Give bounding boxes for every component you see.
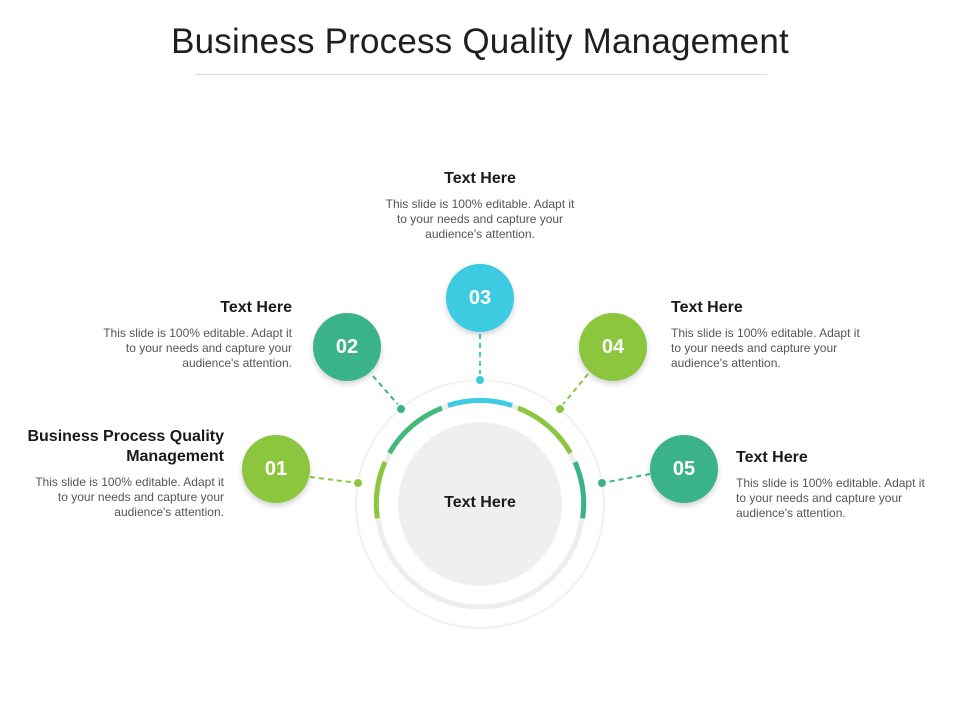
step-block-04: Text Here This slide is 100% editable. A…: [671, 298, 871, 371]
connector-01: [309, 476, 359, 484]
step-block-01: Business Process Quality Management This…: [24, 427, 224, 520]
connector-04: [559, 373, 589, 409]
step-circle-02: 02: [313, 313, 381, 381]
step-description: This slide is 100% editable. Adapt it to…: [35, 475, 224, 519]
arc-segment-05: [572, 460, 587, 519]
step-block-03: Text Here This slide is 100% editable. A…: [380, 169, 580, 242]
step-heading: Business Process Quality Management: [27, 428, 224, 465]
step-heading: Text Here: [671, 299, 743, 316]
step-heading: Text Here: [736, 449, 808, 466]
center-label: Text Here: [444, 494, 516, 511]
arc-segment-03: [447, 397, 513, 408]
connector-dot-05: [596, 477, 608, 489]
step-block-05: Text Here This slide is 100% editable. A…: [736, 448, 936, 521]
title-divider: [195, 74, 767, 75]
arc-segment-01: [373, 460, 388, 519]
step-circle-01: 01: [242, 435, 310, 503]
step-heading: Text Here: [220, 299, 292, 316]
page-title: Business Process Quality Management: [171, 22, 789, 61]
step-description: This slide is 100% editable. Adapt it to…: [385, 197, 575, 241]
step-circle-03: 03: [446, 264, 514, 332]
connector-dot-01: [352, 477, 364, 489]
arc-segment-02: [387, 405, 443, 455]
connector-02: [372, 375, 402, 409]
connector-05: [601, 473, 651, 484]
step-circle-04: 04: [579, 313, 647, 381]
step-block-02: Text Here This slide is 100% editable. A…: [92, 298, 292, 371]
arc-segment-04: [517, 405, 573, 455]
step-circle-05: 05: [650, 435, 718, 503]
step-description: This slide is 100% editable. Adapt it to…: [671, 326, 860, 370]
connector-dot-04: [554, 403, 566, 415]
step-description: This slide is 100% editable. Adapt it to…: [103, 326, 292, 370]
connector-dot-02: [395, 403, 407, 415]
step-description: This slide is 100% editable. Adapt it to…: [736, 476, 925, 520]
connector-dot-03: [474, 374, 486, 386]
step-heading: Text Here: [444, 170, 516, 187]
center-disc: [398, 422, 562, 586]
